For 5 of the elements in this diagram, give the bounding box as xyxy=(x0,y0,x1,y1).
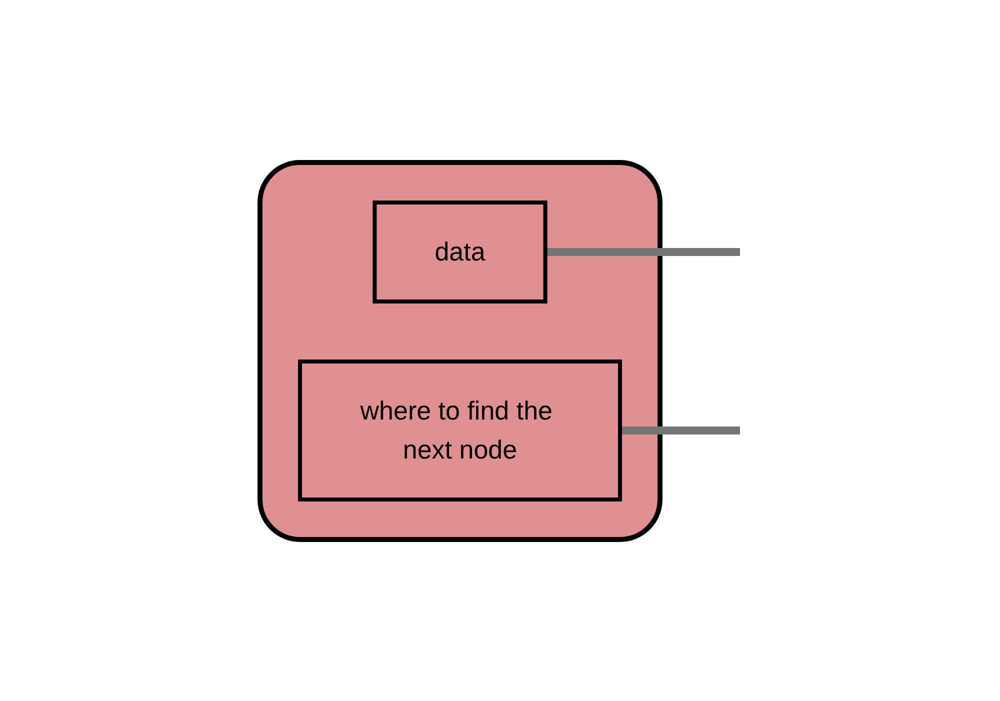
connector xyxy=(545,248,740,256)
node-box: where to find the next node xyxy=(298,359,622,501)
cluster xyxy=(258,160,662,542)
connector xyxy=(620,426,740,434)
node-box: data xyxy=(372,200,548,303)
